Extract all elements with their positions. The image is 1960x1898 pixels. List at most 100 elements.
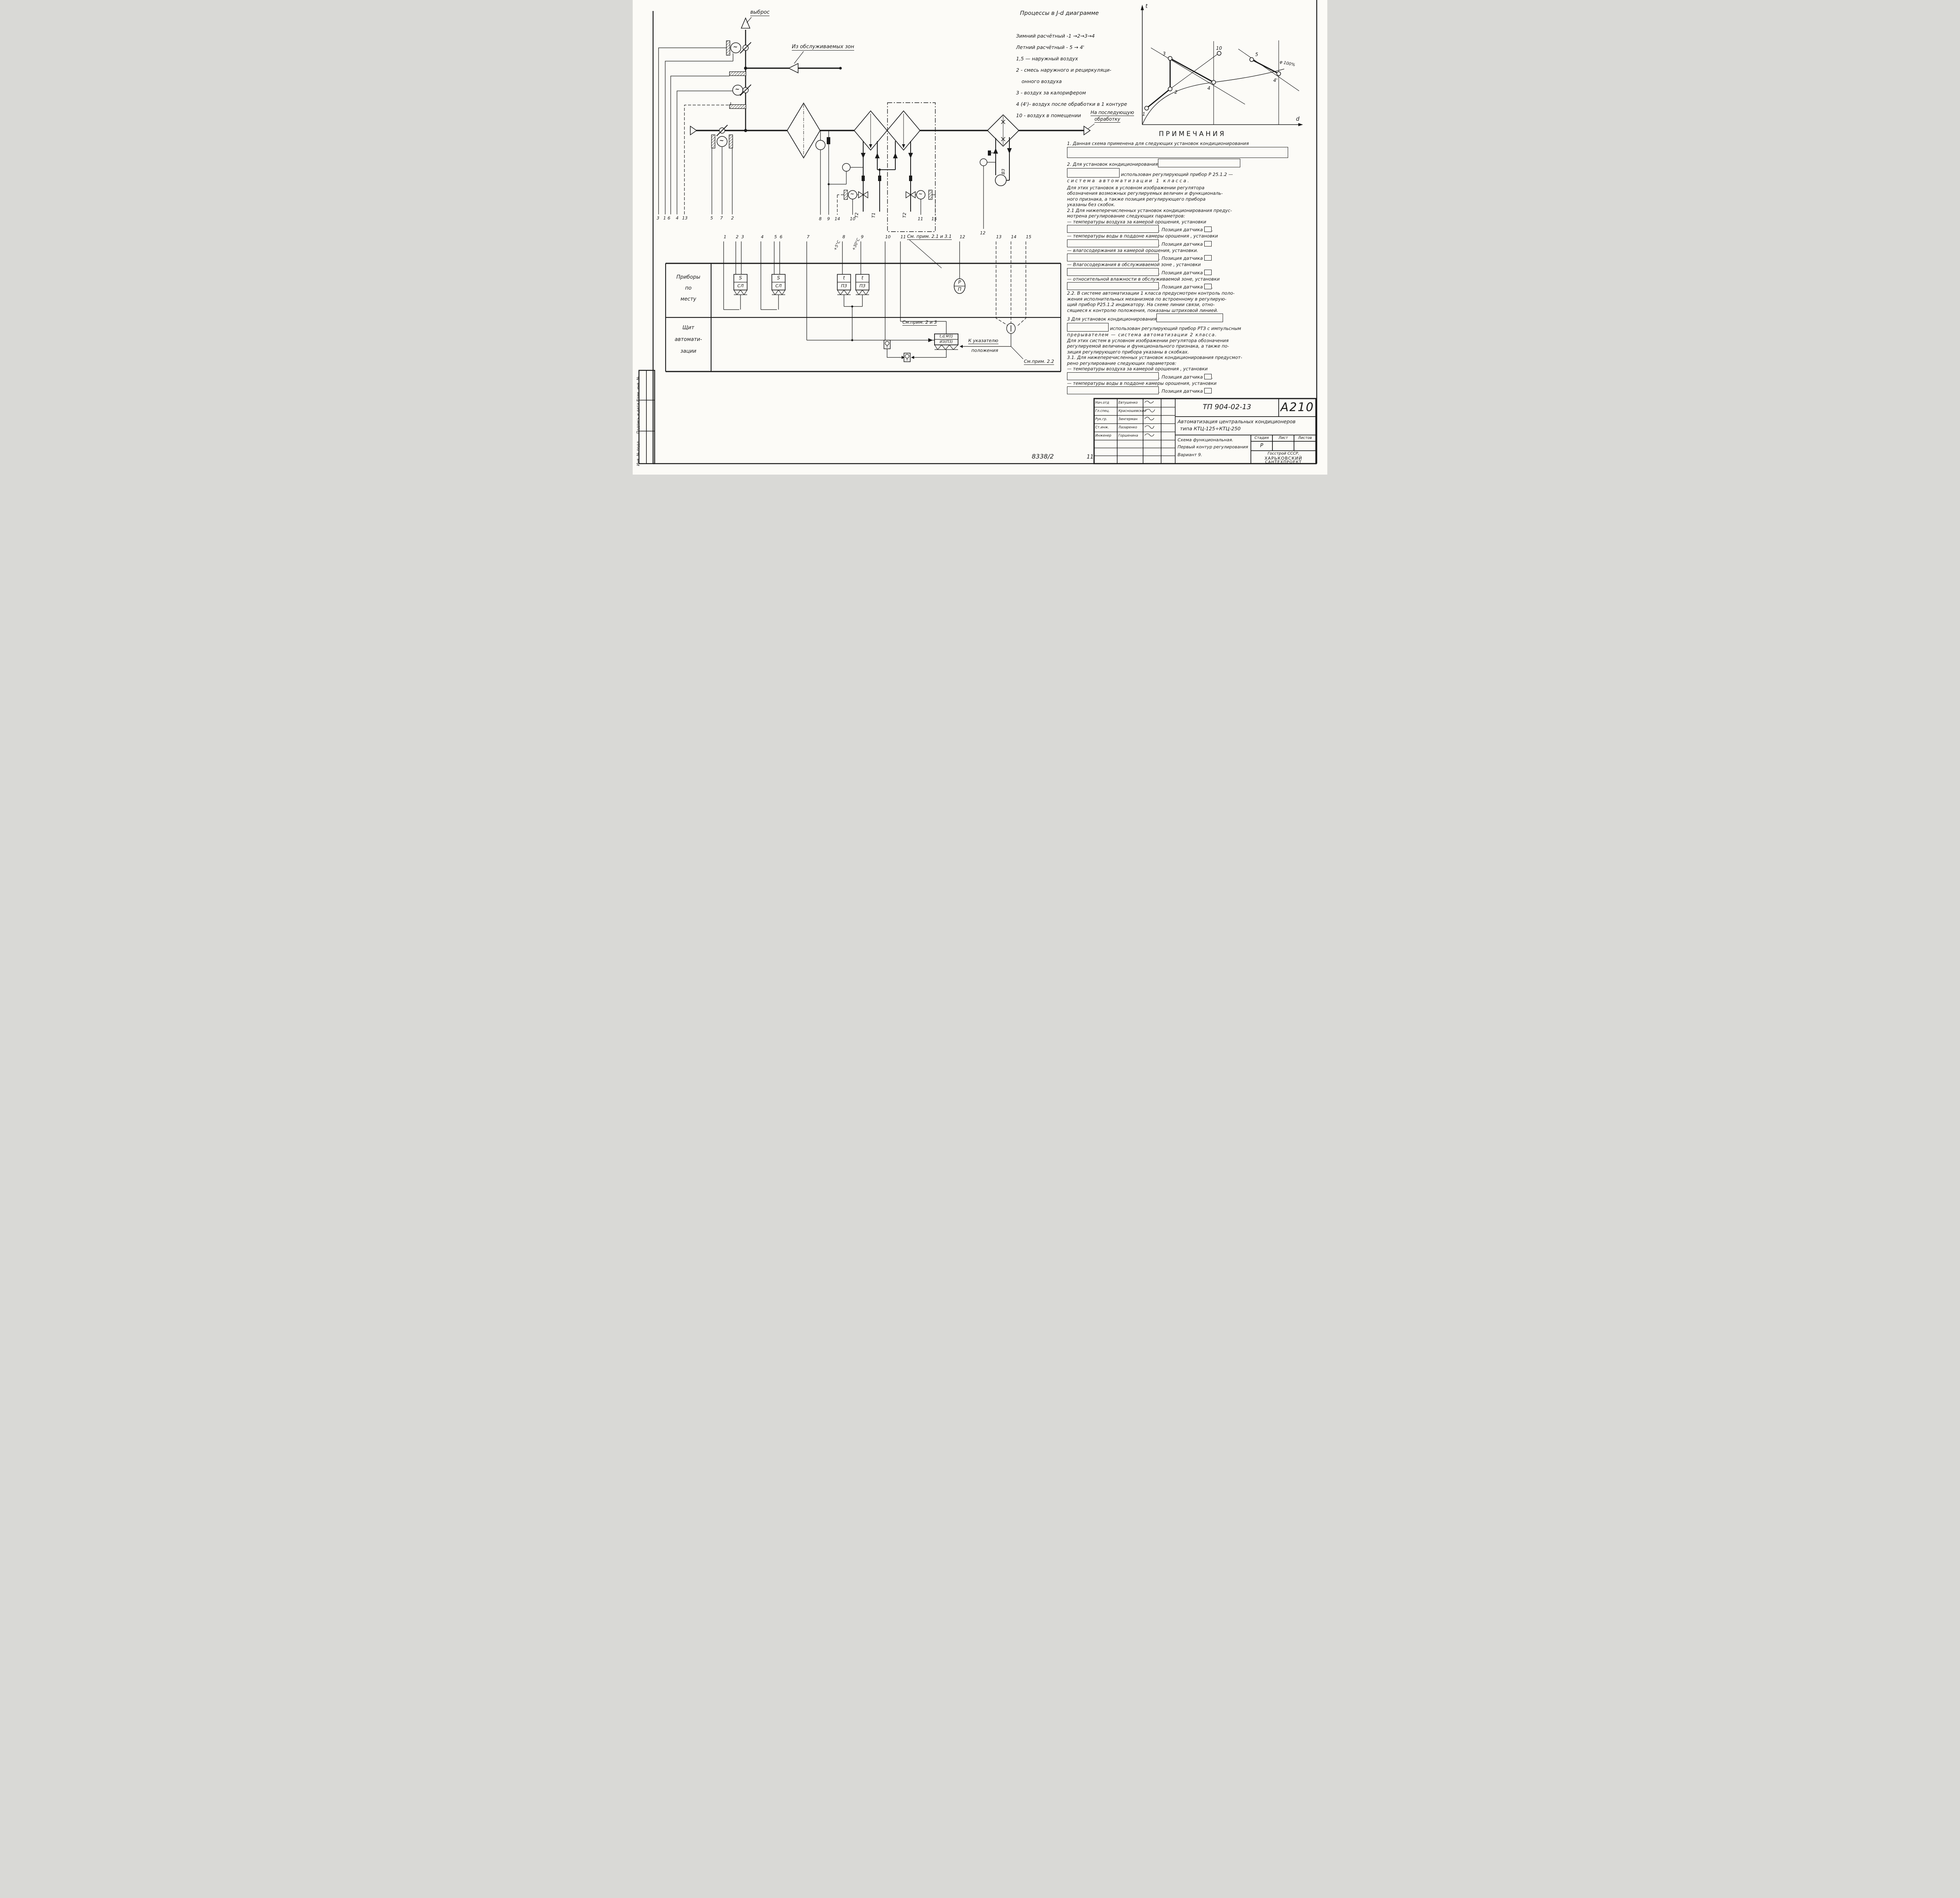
outlet-arrow-icon xyxy=(1083,125,1091,136)
legend-line: 3 - воздух за калорифером xyxy=(1016,90,1086,96)
legend-line: Летний расчётный - 5 → 4' xyxy=(1016,44,1084,50)
column-number-label: 12 xyxy=(960,234,965,239)
recirc-label: Из обслуживаемых зон xyxy=(792,44,854,51)
sheet-header: Лист xyxy=(1278,436,1288,440)
chart-point-label-1: 1 xyxy=(1142,111,1145,117)
note-line: 1. Данная схема применена для следующих … xyxy=(1067,141,1315,147)
flow-arrow-icon xyxy=(1007,148,1012,154)
sensor-position-box xyxy=(1204,269,1212,275)
column-number-label: 4 xyxy=(761,234,764,239)
legend-line: Зимний расчётный -1 →2→3→4 xyxy=(1016,33,1095,39)
sensor-position-box xyxy=(1204,373,1212,379)
flow-arrow-icon xyxy=(908,153,913,158)
signature-role: Ст.инж. xyxy=(1095,426,1109,430)
terminal-label: 1 xyxy=(663,216,666,221)
note-text: — температуры воды в поддоне камеры орош… xyxy=(1067,380,1217,386)
blank-field xyxy=(1067,168,1120,178)
heater-pipes xyxy=(862,141,911,212)
note-text: 1. Данная схема применена для следующих … xyxy=(1067,141,1249,146)
instrument-sl: СЛ xyxy=(775,283,782,288)
note-line: 2.2. В системе автоматизации 1 класса пр… xyxy=(1067,291,1315,297)
water-temp-sensor-icon xyxy=(842,163,851,172)
note-line: использован регулирующий прибор РТЗ с им… xyxy=(1067,323,1315,332)
legend-line: 10 - воздух в помещении xyxy=(1016,112,1081,118)
left-stamp-grid xyxy=(638,370,655,464)
valve1-frame-icon xyxy=(844,190,848,200)
note-text: 3.1. Для нижеперечисленных установок кон… xyxy=(1067,355,1242,360)
terminal-label: 11 xyxy=(918,216,923,221)
note-line: указаны без скобок. xyxy=(1067,202,1315,208)
instrument-r: Р xyxy=(958,279,961,285)
chart-point-label-5: 5 xyxy=(1255,52,1258,57)
column-number-label: 13 xyxy=(996,234,1002,239)
note-line: — относительной влажности в обслуживаемо… xyxy=(1067,276,1315,283)
position-feedback-line-13 xyxy=(684,101,731,214)
valve1-icon xyxy=(858,191,864,199)
org-name-2: ХАРЬКОВСКИЙ xyxy=(1264,456,1303,461)
signature-name: Лазаренко xyxy=(1118,426,1137,430)
note-text: прерывателем — система автоматизации 2 к… xyxy=(1067,332,1217,337)
org-name-3: САНТЕХПРОЕКТ xyxy=(1265,460,1302,464)
column-number-label: 1 xyxy=(724,234,726,239)
note-text: . Позиция датчика xyxy=(1159,284,1205,290)
signature-name: Зингерман xyxy=(1118,417,1138,421)
legend-line: 4 (4')- воздух после обработки в 1 конту… xyxy=(1016,101,1127,107)
flow-arrow-icon xyxy=(893,153,898,158)
pipe-label-v3: В3 xyxy=(1001,169,1006,174)
signature-role: Инженер xyxy=(1095,434,1111,438)
stage-value: Р xyxy=(1260,443,1263,449)
signature-role: Нач.отд xyxy=(1095,401,1109,405)
motor-symbol-icon: ~ xyxy=(733,44,738,50)
chamber-sensor-icon xyxy=(980,158,987,166)
blank-field xyxy=(1067,147,1288,158)
note-text: обозначения возможных регулируемых велич… xyxy=(1067,190,1223,196)
note-line: рено регулирование следующих параметров: xyxy=(1067,361,1315,367)
terminal-label: 4 xyxy=(676,216,679,221)
archive-number: 8338/2 xyxy=(1032,453,1054,460)
column-number-label: 2 xyxy=(736,234,739,239)
terminal-label: 12 xyxy=(980,230,985,236)
title-block-grid xyxy=(1093,398,1317,464)
outlet-label-1: На последующую xyxy=(1091,110,1134,116)
scheme-name-2: Первый контур регулирования xyxy=(1178,444,1248,450)
blank-field xyxy=(1067,372,1159,380)
note-line: . Позиция датчика xyxy=(1067,268,1315,277)
pipe-label-t2-return: Т2 xyxy=(902,212,907,218)
note-text: . xyxy=(1212,374,1213,380)
note-line: регулируемой величины и функционального … xyxy=(1067,344,1315,350)
note-line: . Позиция датчика xyxy=(1067,386,1315,395)
chart-point-label-4: 4 xyxy=(1207,85,1210,91)
note-text: . Позиция датчика xyxy=(1159,256,1205,261)
chart-point-label-2: 2 xyxy=(1174,89,1178,95)
note-line: 2.1 Для нижеперечисленных установок конд… xyxy=(1067,208,1315,214)
outdoor-intake-arrow-icon xyxy=(690,125,697,136)
see-note-21-31: См. прим. 2.1 и 3.1 xyxy=(907,234,952,240)
note-line: ного признака, а также позиция регулирую… xyxy=(1067,196,1315,203)
terminal-label: 6 xyxy=(668,216,670,221)
org-name-1: Госстрой СССР, xyxy=(1267,451,1299,456)
outlet-label-2: обработку xyxy=(1094,116,1120,123)
column-number-label: 11 xyxy=(900,234,906,239)
instrument-s: S xyxy=(777,275,780,281)
to-position-indicator-2: положения xyxy=(971,348,998,353)
note-text: использован регулирующий прибор Р 25.1.2… xyxy=(1120,171,1233,177)
blank-field xyxy=(1067,282,1159,290)
note-line: . Позиция датчика . xyxy=(1067,372,1315,381)
intake-actuator-icon xyxy=(717,136,728,147)
pipe-thermometer-icon xyxy=(909,176,912,181)
exhaust-arrow-icon xyxy=(740,17,751,29)
instrument-sl: СЛ xyxy=(737,283,744,288)
sensor-position-box xyxy=(1204,388,1212,393)
note-text: . Позиция датчика xyxy=(1159,241,1205,247)
sheets-header: Листов xyxy=(1298,436,1312,440)
legend-line: 1,5 — наружный воздух xyxy=(1016,56,1078,62)
table-frame xyxy=(666,263,1061,372)
terminal-label: 7 xyxy=(720,216,723,221)
intake-actuator-frame-icon xyxy=(711,134,715,149)
note-line: — влагосодержания за камерой орошения, у… xyxy=(1067,248,1315,254)
note-text: щий прибор Р25.1.2 индикатору. На схеме … xyxy=(1067,302,1215,307)
chart-axis-t-label: t xyxy=(1145,3,1148,9)
sensor-position-box xyxy=(1204,227,1212,232)
note-text: . xyxy=(1212,227,1213,232)
column-number-label: 9 xyxy=(861,234,864,239)
